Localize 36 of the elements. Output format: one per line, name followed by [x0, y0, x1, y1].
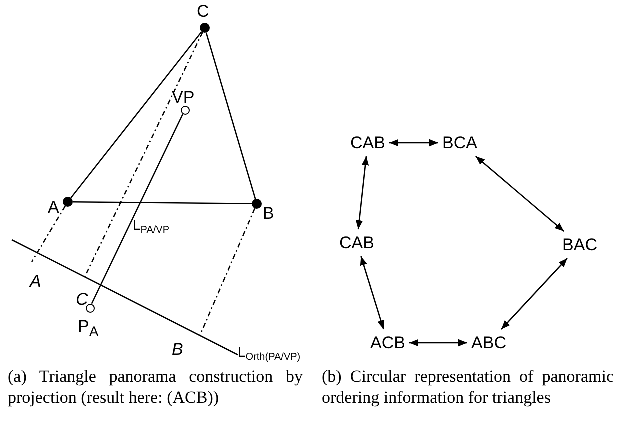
ordering-label: CAB — [350, 134, 386, 152]
line — [91, 114, 184, 304]
double-arrow — [390, 139, 438, 147]
projection-label: A — [30, 272, 42, 291]
ordering-label: ABC — [472, 334, 506, 352]
point-label: B — [263, 204, 274, 223]
double-arrow — [360, 256, 385, 330]
point-label: VP — [172, 88, 195, 107]
projection-label: B — [172, 340, 184, 359]
ordering-label: BCA — [442, 134, 478, 152]
double-arrow — [356, 156, 370, 230]
dashed-line — [31, 206, 66, 262]
caption: (a) Triangle panorama construction by projection (result here: (ACB)) — [8, 366, 303, 408]
point-label: C — [197, 2, 210, 21]
ordering-label: CAB — [340, 234, 374, 252]
projection-label: C — [76, 290, 88, 309]
ordering-label: ACB — [370, 334, 406, 352]
line — [73, 201, 252, 205]
double-arrow — [475, 156, 565, 232]
point-label: A — [48, 198, 60, 217]
double-arrow — [501, 258, 568, 330]
vertex-point — [252, 199, 262, 209]
double-arrow — [410, 339, 468, 347]
view-point — [86, 304, 94, 312]
edge-label: L$_{PA/VP}$ — [133, 217, 170, 238]
point-label: P$_{A}$ — [78, 317, 99, 342]
line-label: L$_{Orth(PA/VP)}$ — [238, 344, 301, 365]
dashed-line — [84, 32, 204, 278]
caption: (b) Circular representation of panoramic ordering information for triangles — [322, 366, 614, 408]
vertex-point — [63, 197, 73, 207]
vertex-point — [200, 23, 210, 33]
view-point — [180, 106, 190, 114]
line — [70, 32, 202, 198]
line — [206, 32, 256, 200]
dashed-line — [199, 208, 256, 336]
ordering-label: BAC — [562, 236, 598, 254]
